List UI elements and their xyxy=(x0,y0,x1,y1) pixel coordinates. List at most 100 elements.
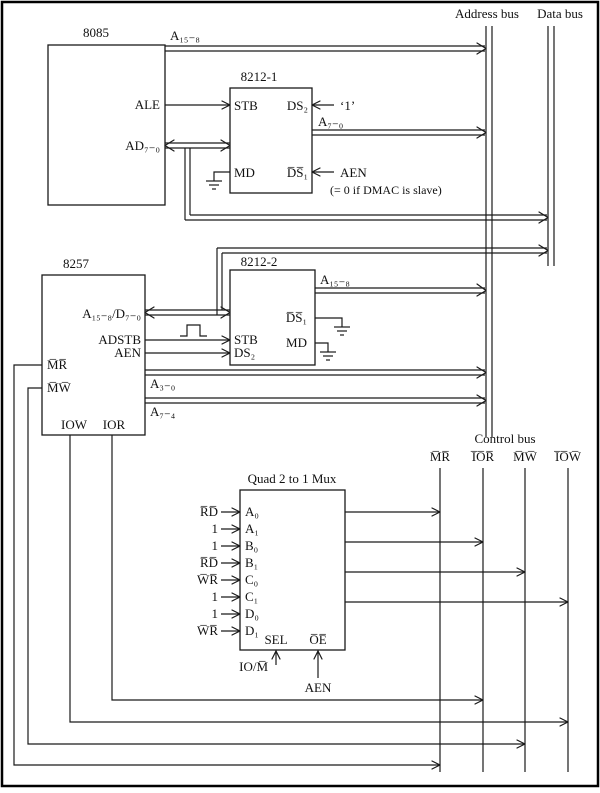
cpu-pin-ale: ALE xyxy=(135,97,160,112)
a3-0-label: A₃₋₀ xyxy=(150,376,175,391)
mux-input-pin: D₁ xyxy=(245,623,259,638)
pulse-symbol xyxy=(180,324,207,337)
a7-0-label: A₇₋₀ xyxy=(318,114,343,129)
mux-input-pin: C₁ xyxy=(245,589,258,604)
mux-title: Quad 2 to 1 Mux xyxy=(248,471,337,486)
dmac-pin-ior: IOR xyxy=(103,417,126,432)
mux-box xyxy=(239,489,346,651)
aen-label: AEN xyxy=(340,165,367,180)
mux-input-pin: A₀ xyxy=(245,504,259,519)
mux-pin-sel: SEL xyxy=(264,632,287,647)
latch2-pin-ds1: D̅S̅₁ xyxy=(286,310,307,325)
mux-input-pin: C₀ xyxy=(245,572,258,587)
latch1-pin-md: MD xyxy=(234,165,255,180)
dmac-8257-block: 8257 A₁₅₋₈/D₇₋₀ ADSTB AEN M̅R̅ M̅W̅ IOW … xyxy=(41,256,146,436)
wire-ds2-logic-one: ‘1’ xyxy=(311,98,355,113)
control-line-mr-label: M̅R̅ xyxy=(430,449,451,464)
control-line-iow-label: I̅O̅W̅ xyxy=(553,449,582,464)
latch1-pin-ds2: DS₂ xyxy=(287,98,308,113)
latch-8212-2-box xyxy=(229,269,316,366)
wire-latch2-md-ground xyxy=(315,342,336,361)
control-bus-label: Control bus xyxy=(474,431,535,446)
mux-input-signal: 1 xyxy=(212,606,219,621)
wire-mux-sel: IO/M̅ xyxy=(239,650,281,674)
address-bus: Address bus xyxy=(455,6,519,437)
wire-cpu-a15-8-bus: A₁₅₋₈ xyxy=(165,28,487,55)
arrowhead xyxy=(164,139,175,152)
latch-8212-1-box xyxy=(229,87,313,194)
wire-a3-0-bus: A₃₋₀ xyxy=(145,366,487,391)
wire-a7-4-bus: A₇₋₄ xyxy=(145,394,487,419)
mux-input-signal: R̅D̅ xyxy=(200,504,218,519)
dmac-8257-title: 8257 xyxy=(63,256,90,271)
latch1-pin-stb: STB xyxy=(234,98,258,113)
mux-input-pin: B₀ xyxy=(245,538,258,553)
mux-input-signal: W̅R̅ xyxy=(197,572,218,587)
mux-input-signal: 1 xyxy=(212,538,219,553)
mux-input-pin: A₁ xyxy=(245,521,259,536)
cpu-8085-box xyxy=(47,44,166,206)
arrowhead xyxy=(311,100,321,110)
latch-8212-1-title: 8212-1 xyxy=(241,69,278,84)
arrowhead xyxy=(538,211,549,224)
dmac-pin-aen: AEN xyxy=(114,345,141,360)
arrowhead xyxy=(476,394,487,407)
cpu-pin-ad7-0: AD₇₋₀ xyxy=(125,138,160,153)
address-bus-label: Address bus xyxy=(455,6,519,21)
wire-latch2-ds1-ground xyxy=(315,317,350,336)
cpu-a15-8-label: A₁₅₋₈ xyxy=(170,28,200,43)
dmac-pin-adstb: ADSTB xyxy=(98,332,141,347)
io-m-label: IO/M̅ xyxy=(239,659,268,674)
wire-mux-outputs xyxy=(345,507,569,607)
arrowhead xyxy=(313,650,323,660)
wire-ad7-0-bus xyxy=(164,139,549,224)
latch-8212-2-block: 8212-2 STB DS₂ D̅S̅₁ MD xyxy=(229,254,316,366)
mux-input-signal: R̅D̅ xyxy=(200,555,218,570)
control-line-ior-label: I̅O̅R̅ xyxy=(470,449,495,464)
dmac-pin-iow: IOW xyxy=(61,417,88,432)
wire-dmac-addr-data-bus xyxy=(144,244,549,319)
arrowhead xyxy=(476,42,487,55)
dmac-pin-mw: M̅W̅ xyxy=(47,380,72,395)
wire-latch1-md-ground xyxy=(206,171,230,190)
mux-input-signal: 1 xyxy=(212,521,219,536)
wire-ds1-aen: AEN (= 0 if DMAC is slave) xyxy=(311,165,442,197)
control-bus: Control bus M̅R̅ I̅O̅R̅ M̅W̅ I̅O̅W̅ xyxy=(430,431,582,772)
latch2-a15-8-label: A₁₅₋₈ xyxy=(320,272,350,287)
wire-mux-oe: AEN xyxy=(305,650,332,695)
arrowhead xyxy=(538,244,549,257)
mux-input-pin: D₀ xyxy=(245,606,259,621)
latch2-pin-stb: STB xyxy=(234,332,258,347)
mux-aen-label: AEN xyxy=(305,680,332,695)
arrowhead xyxy=(476,366,487,379)
mux-pin-oe: O̅E̅ xyxy=(309,632,326,647)
cpu-8085-block: 8085 ALE AD₇₋₀ xyxy=(47,25,166,206)
mux-input-signal: 1 xyxy=(212,589,219,604)
dmac-slave-note: (= 0 if DMAC is slave) xyxy=(330,183,442,197)
mux-input-pin: B₁ xyxy=(245,555,258,570)
dmac-pin-mr: M̅R̅ xyxy=(47,357,68,372)
arrowhead xyxy=(476,126,487,139)
data-bus-label: Data bus xyxy=(537,6,583,21)
latch-8212-2-title: 8212-2 xyxy=(241,254,278,269)
control-line-mw-label: M̅W̅ xyxy=(513,449,538,464)
latch-8212-1-block: 8212-1 STB DS₂ MD D̅S̅₁ xyxy=(229,69,313,194)
latch2-pin-ds2: DS₂ xyxy=(234,345,255,360)
mux-block: Quad 2 to 1 Mux SEL O̅E̅ xyxy=(239,471,346,651)
arrowhead xyxy=(311,167,321,177)
logic-one-label: ‘1’ xyxy=(340,98,355,113)
dmac-8257-box xyxy=(41,274,146,436)
mux-inputs: R̅D̅ A₀ 1 A₁ 1 B₀ R̅D̅ B₁ W̅R̅ C₀ 1 C₁ 1… xyxy=(197,504,259,638)
wire-a7-0-bus: A₇₋₀ xyxy=(312,114,487,139)
latch1-pin-ds1: D̅S̅₁ xyxy=(287,165,308,180)
arrowhead xyxy=(144,306,155,319)
arrowhead xyxy=(271,650,281,660)
data-bus: Data bus xyxy=(537,6,583,266)
latch2-pin-md: MD xyxy=(286,335,307,350)
arrowhead xyxy=(476,283,487,297)
mux-input-signal: W̅R̅ xyxy=(197,623,218,638)
a7-4-label: A₇₋₄ xyxy=(150,404,176,419)
dmac-pin-addr-data: A₁₅₋₈/D₇₋₀ xyxy=(82,306,141,321)
